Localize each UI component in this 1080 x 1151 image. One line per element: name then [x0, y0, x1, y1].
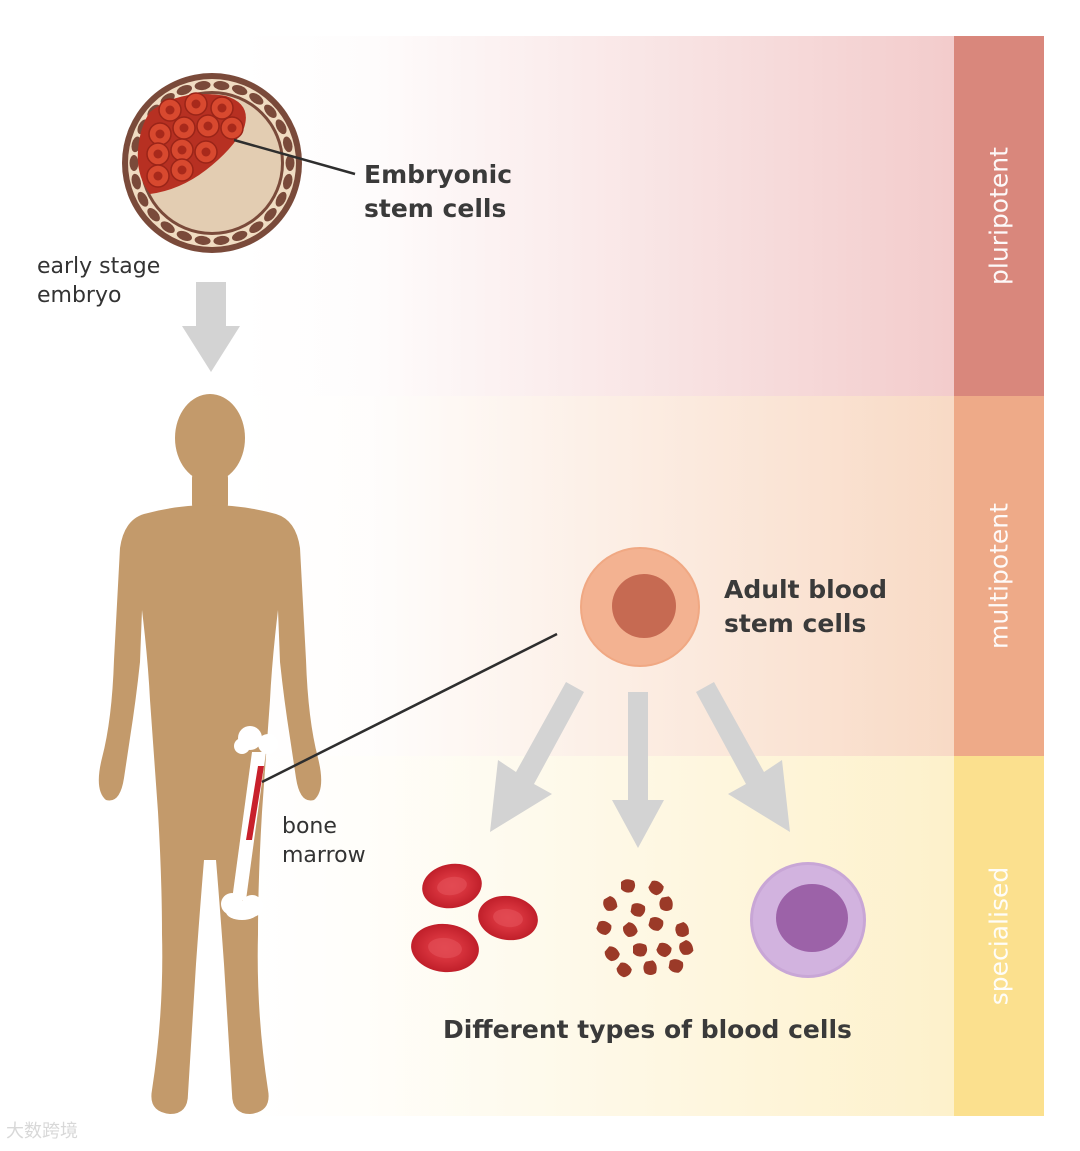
platelet [648, 917, 664, 931]
embryo-ring-cell [249, 92, 264, 105]
marrow-label-line2: marrow [282, 843, 366, 868]
platelet [596, 920, 612, 936]
blood-cell-types-label: Different types of blood cells [443, 1015, 852, 1044]
embryo-inner-cell [184, 92, 208, 116]
embryonic-pointer-line [233, 138, 356, 176]
embryo-inner-cell [196, 114, 220, 138]
embryo-ring-cell [232, 84, 248, 96]
embryo-inner-cell [146, 164, 170, 188]
embryo-inner-cell [146, 142, 170, 166]
down-arrow [182, 282, 240, 372]
platelet [623, 922, 638, 937]
red-blood-cell [422, 863, 482, 909]
embryonic-label-line2: stem cells [364, 194, 507, 223]
embryo-inner-cell [194, 140, 218, 164]
band-background-pluripotent [240, 36, 954, 396]
human-figure [98, 394, 322, 1114]
embryo-inner-cell [170, 138, 194, 162]
embryonic-label-line1: Embryonic [364, 160, 513, 189]
embryo-ring-cell [275, 191, 287, 207]
platelets [596, 879, 694, 978]
platelet [675, 922, 689, 937]
band-strip-pluripotent [954, 36, 1044, 396]
embryonic-stem-cells-label: Embryonic stem cells [364, 158, 512, 226]
band-strip-multipotent [954, 396, 1044, 756]
adult-label-line1: Adult blood [724, 575, 887, 604]
embryo-ring-cell [275, 119, 287, 135]
red-blood-cells [411, 863, 538, 973]
platelet [659, 896, 673, 912]
embryo-label-line2: embryo [37, 283, 122, 308]
bone-marrow-label: bone marrow [282, 812, 366, 870]
marrow-label-line1: bone [282, 814, 337, 839]
platelet [656, 942, 672, 958]
embryo-illustration [122, 73, 302, 253]
marrow-pointer-line [261, 632, 558, 784]
red-blood-cell [411, 923, 479, 973]
arrow-to-white-cell [696, 682, 790, 832]
differentiation-arrows [490, 682, 790, 848]
red-blood-cell [478, 895, 538, 941]
femur-bone [221, 726, 278, 920]
embryo-label-line1: early stage [37, 254, 161, 279]
white-blood-cell [750, 862, 866, 978]
platelet [679, 939, 694, 955]
band-label-multipotent: multipotent [984, 503, 1014, 649]
embryo-ring-cell [129, 155, 139, 171]
watermark-logo: 大数跨境 [6, 1117, 78, 1143]
embryo-ring-cell [264, 208, 277, 222]
adult-label-line2: stem cells [724, 609, 867, 638]
platelet [643, 960, 657, 976]
platelet [633, 943, 648, 957]
embryo-inner-cell [158, 98, 182, 122]
embryo-ring-cell [194, 235, 211, 246]
watermark-text: 大数跨境 [6, 1121, 78, 1142]
embryo-ring-cell [137, 191, 149, 207]
platelet [604, 946, 620, 962]
embryo-ring-cell [232, 230, 248, 242]
platelet [630, 903, 646, 917]
embryo-ring-cell [285, 155, 295, 171]
embryo-ring-cell [264, 104, 277, 118]
band-strip-specialised [954, 756, 1044, 1116]
embryo-ring-cell [131, 173, 142, 190]
embryo-inner-cell [170, 158, 194, 182]
embryo-ring-cell [213, 80, 230, 91]
arrow-to-red-cells [490, 682, 584, 832]
platelet [603, 895, 618, 911]
platelet [668, 959, 684, 973]
band-label-specialised: specialised [984, 866, 1014, 1006]
embryo-ring-cell [176, 84, 192, 96]
arrow-to-platelets [612, 692, 664, 848]
embryo-ring-cell [194, 80, 211, 91]
adult-stem-cell [580, 547, 700, 667]
embryo-ring-cell [213, 235, 230, 246]
embryo-inner-cell [210, 96, 234, 120]
embryo-inner-cell [172, 116, 196, 140]
adult-blood-stem-cells-label: Adult blood stem cells [724, 573, 887, 641]
embryo-ring-cell [160, 221, 175, 234]
embryo-inner-cell [220, 116, 244, 140]
platelet [621, 879, 636, 893]
platelet [616, 962, 632, 978]
embryo-inner-cell [148, 122, 172, 146]
embryo-ring-cell [176, 230, 192, 242]
early-stage-embryo-label: early stage embryo [37, 252, 160, 310]
embryo-ring-cell [282, 173, 293, 190]
embryo-ring-cell [249, 221, 264, 234]
band-label-pluripotent: pluripotent [984, 147, 1014, 285]
embryo-ring-cell [282, 136, 293, 153]
embryo-ring-cell [147, 208, 160, 222]
platelet [648, 880, 664, 896]
